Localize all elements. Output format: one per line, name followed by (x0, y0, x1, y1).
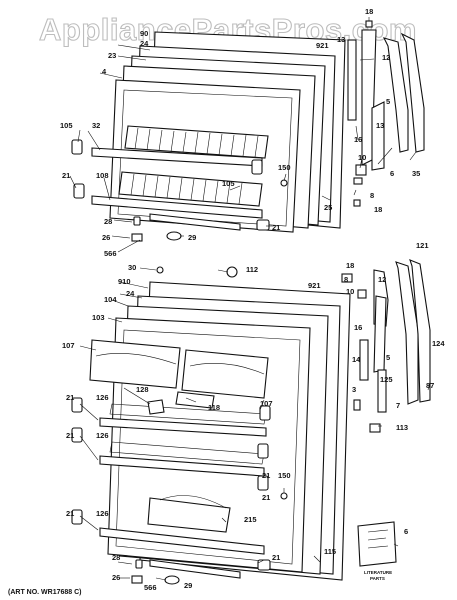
callout-25: 25 (324, 203, 332, 212)
callout-21-g: 21 (66, 509, 74, 518)
callout-126-b: 126 (96, 431, 109, 440)
freezer-shelf-clips (71, 139, 288, 242)
callout-16-b: 16 (354, 323, 362, 332)
callout-104: 104 (104, 295, 117, 304)
callout-126-c: 126 (96, 509, 109, 518)
callout-215: 215 (244, 515, 257, 524)
callout-921: 921 (316, 41, 329, 50)
callout-118: 118 (208, 403, 220, 412)
callout-18-c: 18 (346, 261, 354, 270)
callout-115: 115 (324, 547, 336, 556)
callout-566-b: 566 (144, 583, 157, 592)
callout-18: 18 (365, 7, 373, 16)
callout-113: 113 (396, 423, 408, 432)
callout-121: 121 (416, 241, 429, 250)
callout-112: 112 (246, 265, 258, 274)
callout-21-c: 21 (66, 393, 74, 402)
callout-28-b: 28 (112, 553, 120, 562)
callout-29: 29 (188, 233, 196, 242)
fresh-food-shelf-clips (71, 266, 288, 585)
callout-124: 124 (432, 339, 445, 348)
callout-28: 28 (104, 217, 112, 226)
freezer-handle-hardware (347, 20, 425, 207)
callout-105: 105 (60, 121, 73, 130)
watermark-text: AppliancePartsPros.com (39, 12, 417, 47)
callout-150-b: 150 (278, 471, 291, 480)
callout-90: 90 (140, 29, 148, 38)
callout-12-b: 12 (378, 275, 386, 284)
callout-5: 5 (386, 97, 390, 106)
callout-4: 4 (102, 67, 107, 76)
leader-lines (69, 17, 431, 581)
callout-13: 13 (337, 35, 345, 44)
callout-12: 12 (382, 53, 390, 62)
callout-5-b: 5 (386, 353, 390, 362)
callout-103: 103 (92, 313, 105, 322)
callout-10-b: 10 (346, 287, 354, 296)
callout-87: 87 (426, 381, 434, 390)
callout-30: 30 (128, 263, 136, 272)
callout-26: 26 (102, 233, 110, 242)
callout-21-e: 21 (262, 471, 270, 480)
callout-18-b: 18 (374, 205, 382, 214)
callout-21-f: 21 (262, 493, 270, 502)
callout-8: 8 (370, 191, 374, 200)
callout-128: 128 (136, 385, 149, 394)
callout-24-b: 24 (126, 289, 135, 298)
callout-10: 10 (358, 153, 366, 162)
callout-6-b: 6 (404, 527, 408, 536)
callout-107-b: 107 (260, 399, 273, 408)
callout-125: 125 (380, 375, 393, 384)
callout-7: 7 (396, 401, 400, 410)
callout-16: 16 (354, 135, 362, 144)
callout-23: 23 (108, 51, 116, 60)
callout-14: 14 (352, 355, 361, 364)
callout-3: 3 (352, 385, 356, 394)
art-number-caption: (ART NO. WR17688 C) (8, 589, 82, 596)
callout-35: 35 (412, 169, 420, 178)
fresh-food-door-assembly (89, 281, 351, 581)
callout-126: 126 (96, 393, 109, 402)
callout-105-b: 105 (222, 179, 235, 188)
callout-8-b: 8 (344, 275, 348, 284)
callout-32: 32 (92, 121, 100, 130)
callout-108: 108 (96, 171, 109, 180)
callout-921-b: 921 (308, 281, 321, 290)
fresh-food-handle-hardware (341, 259, 431, 567)
callout-labels: 18 90 24 921 13 12 23 4 5 105 32 16 150 … (60, 7, 445, 592)
callout-21-d: 21 (66, 431, 74, 440)
callout-26-b: 26 (112, 573, 120, 582)
freezer-door-assembly (91, 31, 346, 233)
callout-107: 107 (62, 341, 75, 350)
callout-13-b: 13 (376, 121, 384, 130)
literature-label: LITERATURE (364, 570, 392, 575)
parts-label: PARTS (370, 576, 385, 581)
callout-910: 910 (118, 277, 131, 286)
callout-29-b: 29 (184, 581, 192, 590)
callout-566: 566 (104, 249, 117, 258)
callout-150: 150 (278, 163, 291, 172)
callout-21-h: 21 (272, 553, 280, 562)
callout-21-b: 21 (272, 223, 280, 232)
callout-21: 21 (62, 171, 70, 180)
callout-24: 24 (140, 39, 149, 48)
callout-6: 6 (390, 169, 394, 178)
